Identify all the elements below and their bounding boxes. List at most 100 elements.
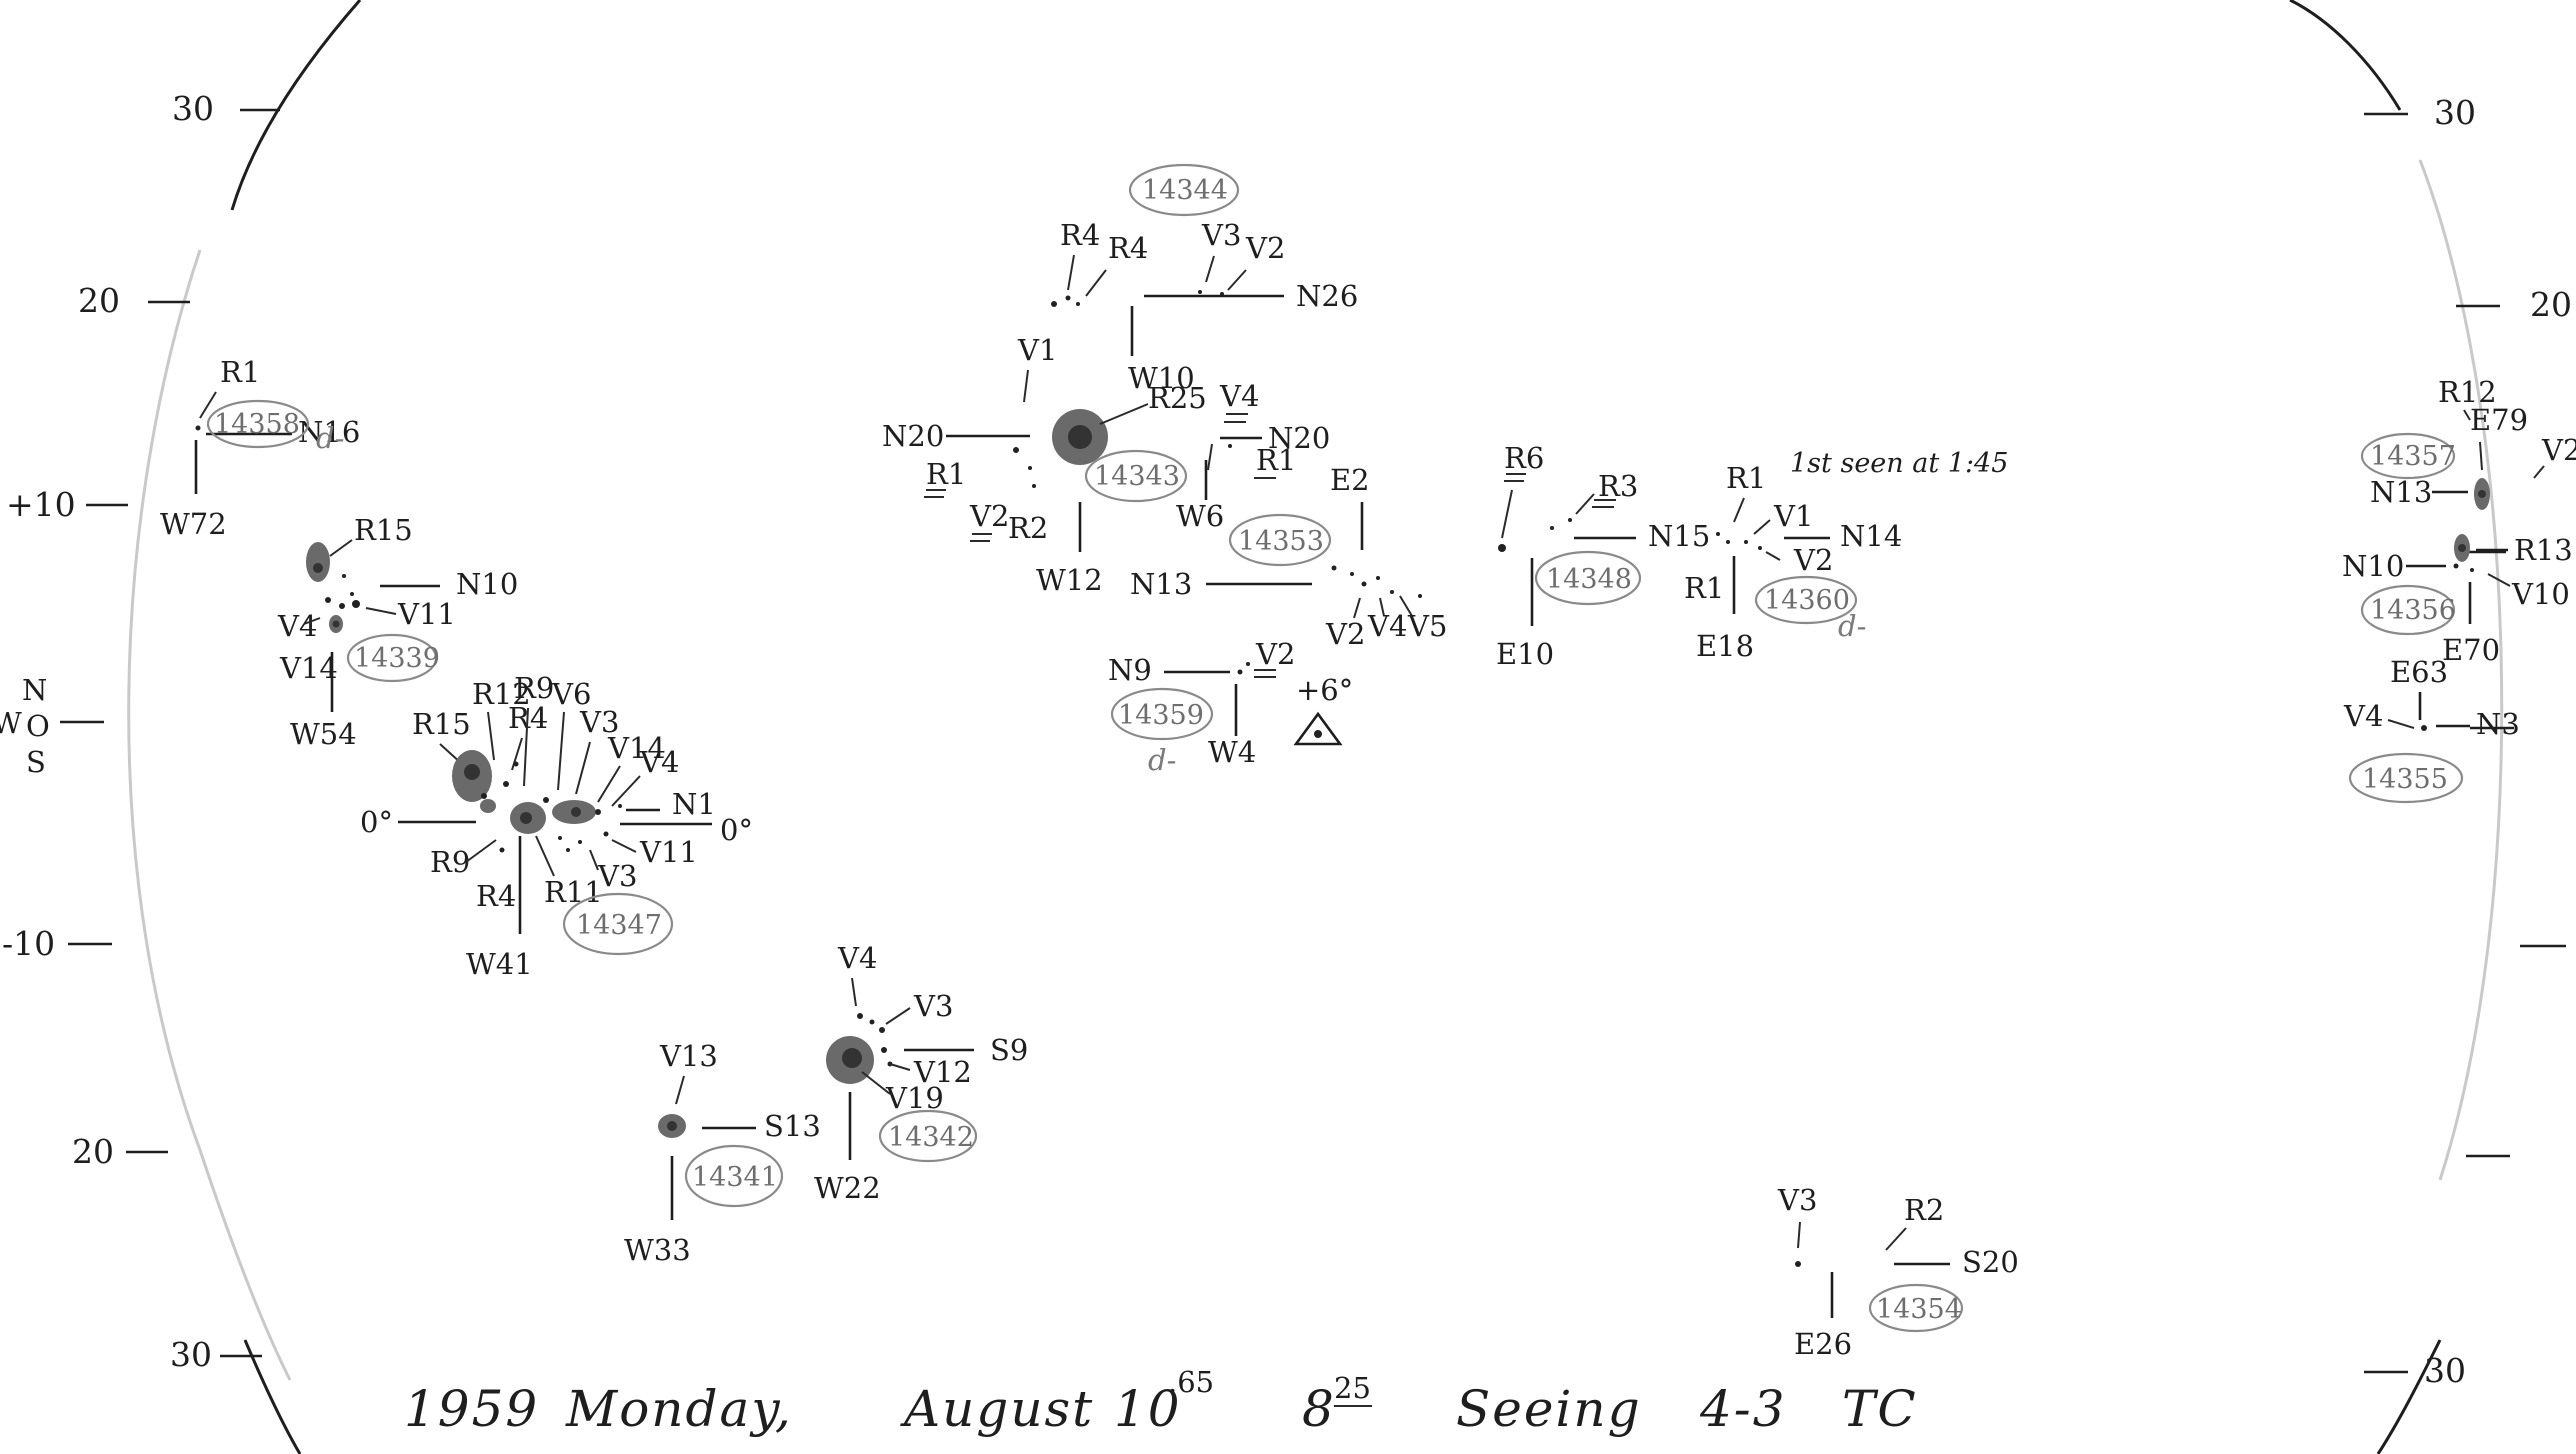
- latitude-scale-right: 30 20 30: [2364, 93, 2572, 1390]
- region-number: 14341: [692, 1162, 778, 1193]
- latitude-label: S13: [764, 1109, 821, 1143]
- spot-label: V3: [1201, 218, 1241, 252]
- longitude-label: W12: [1036, 563, 1103, 597]
- caption-time-hour: 8: [1302, 1380, 1336, 1438]
- spot-label: V19: [885, 1081, 944, 1115]
- region-number-oval: [346, 633, 438, 683]
- latitude-label: N20: [882, 419, 944, 453]
- caption-day: 10: [1114, 1380, 1182, 1438]
- region-number-oval: [1228, 513, 1332, 567]
- spot-label: V2: [1255, 637, 1295, 671]
- spot-label: V2: [969, 499, 1009, 533]
- caption-weekday: Monday,: [565, 1380, 793, 1438]
- region-14339: R15 N10 V4 V11 V14 14339 W54: [277, 513, 518, 751]
- spot-label: V4: [639, 745, 679, 779]
- first-seen-note: 1st seen at 1:45: [1790, 448, 2008, 479]
- sunspot-umbra: [1068, 425, 1092, 449]
- region-14341: V13 S13 14341 W33: [624, 1039, 821, 1267]
- latitude-label: S20: [1962, 1245, 2019, 1279]
- region-14356: R13 N10 V10 14356 E70: [2342, 533, 2573, 667]
- longitude-label: W41: [466, 947, 533, 981]
- spot-label: R12: [2438, 375, 2497, 409]
- latitude-scale-left: 30 20 +10 -10 20 30: [2, 89, 280, 1374]
- longitude-label: E63: [2390, 655, 2448, 689]
- spot-label: R9: [430, 845, 470, 879]
- scale-label: +10: [6, 485, 76, 524]
- spot-label: R1: [1684, 571, 1724, 605]
- spot-label: R12: [472, 677, 531, 711]
- latitude-label: N15: [1648, 519, 1710, 553]
- region-number-oval: [562, 892, 674, 956]
- region-number: 14357: [2370, 441, 2456, 472]
- spot-label: R6: [1504, 441, 1544, 475]
- spot-label: V2: [1245, 231, 1285, 265]
- latitude-label: N3: [2476, 707, 2520, 741]
- caption-year: 1959: [404, 1380, 539, 1438]
- spot-label: V4: [1219, 379, 1259, 413]
- region-14355: E63 V4 N3 14355: [2343, 655, 2520, 804]
- caption-month: August: [900, 1380, 1094, 1438]
- region-14342: V4 V3 S9 V12 V19 14342 W22: [814, 941, 1028, 1205]
- region-number-oval: [684, 1144, 784, 1208]
- spot-label: R9: [514, 671, 554, 705]
- longitude-label: W4: [1208, 735, 1256, 769]
- region-number: 14358: [214, 409, 300, 440]
- solar-limb-left-lower: [127, 249, 292, 1381]
- longitude-label: E26: [1794, 1327, 1852, 1361]
- region-number: 14342: [888, 1122, 974, 1153]
- region-number: 14355: [2362, 764, 2448, 795]
- region-14348: R6 R3 N15 14348 E10: [1496, 441, 1710, 671]
- caption-seeing-value: 4-3: [1699, 1380, 1787, 1438]
- longitude-label: W72: [160, 507, 227, 541]
- region-14360: 1st seen at 1:45 R1 V1 N14 V2 R1 14360 d…: [1684, 448, 2008, 663]
- observation-caption: 1959 Monday, August 10 .65 8 25 Seeing 4…: [404, 1365, 1916, 1438]
- scale-label: 30: [2434, 93, 2476, 132]
- scale-label: 20: [78, 281, 120, 320]
- longitude-label: E2: [1330, 463, 1370, 497]
- spot-label: V6: [551, 677, 591, 711]
- spot-label: E79: [2470, 403, 2528, 437]
- sunspot-umbra: [842, 1048, 862, 1068]
- region-14343: V1 R25 V4 N20 N20 R1 R1 V2 R2 14343 W6 W…: [882, 333, 1330, 597]
- spot-label: V2: [1325, 617, 1365, 651]
- sunspot-penumbra: [306, 542, 330, 582]
- scale-label: 30: [2424, 1351, 2466, 1390]
- region-14358: R1 N16 14358 d- W72: [160, 355, 360, 541]
- spot-label: V12: [913, 1055, 972, 1089]
- spot-label: R25: [1148, 381, 1207, 415]
- region-number-oval: [1868, 1283, 1964, 1333]
- region-number: 14359: [1118, 700, 1204, 731]
- spot-label: V1: [1773, 499, 1813, 533]
- latitude-label: N20: [1268, 421, 1330, 455]
- spot-label: R4: [1108, 231, 1148, 265]
- region-note: d-: [316, 421, 344, 455]
- region-14347: R15 R12 R9 V6 R4 V3 V14 V4 0°: [360, 671, 753, 981]
- center-triangle-icon: [1293, 711, 1343, 746]
- region-14354: V3 R2 S20 14354 E26: [1777, 1183, 2019, 1361]
- region-14353: E2 14353 N13 V2 V4 V5: [1130, 463, 1447, 651]
- south-label: S: [26, 745, 46, 779]
- center-marker: +6°: [1293, 673, 1353, 746]
- region-number: 14353: [1238, 526, 1324, 557]
- scale-label: 30: [170, 1335, 212, 1374]
- spot-label: R4: [1060, 218, 1100, 252]
- latitude-label: N13: [1130, 567, 1192, 601]
- region-number-oval: [1534, 550, 1642, 606]
- longitude-label: W22: [814, 1171, 881, 1205]
- spot-label: V2: [1793, 543, 1833, 577]
- spot-label: V3: [913, 989, 953, 1023]
- caption-day-fraction: .65: [1168, 1365, 1214, 1399]
- region-14359: N9 V2 14359 d- W4: [1108, 637, 1295, 777]
- spot-label: R15: [412, 707, 471, 741]
- region-14357: R12 E79 V2 14357 N13: [2360, 375, 2576, 510]
- latitude-label: N14: [1840, 519, 1902, 553]
- spot-label: R1: [1256, 443, 1296, 477]
- spot-label: R2: [1904, 1193, 1944, 1227]
- spot-label: R4: [476, 879, 516, 913]
- region-number-oval: [2360, 584, 2456, 636]
- north-label: N: [22, 673, 47, 707]
- region-number-oval: [878, 1109, 978, 1163]
- longitude-label: W10: [1128, 361, 1195, 395]
- spot-label: V3: [597, 859, 637, 893]
